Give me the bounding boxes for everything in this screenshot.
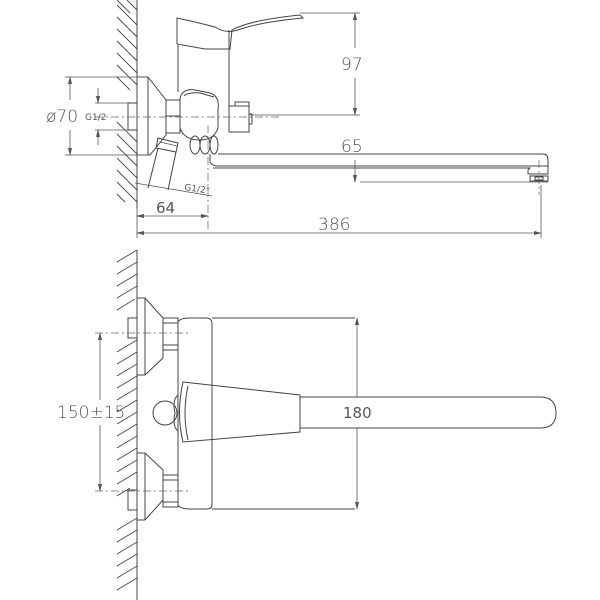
dim-body-height: 180: [343, 317, 372, 510]
label-flange-diameter: ø70: [46, 107, 78, 127]
inlet-pipe: [127, 102, 138, 131]
label-wall-to-axis: 64: [156, 199, 175, 217]
wall-hatch-bottom: [116, 249, 138, 600]
front-view: 150±15 180: [57, 249, 557, 600]
lower-flange: [127, 452, 179, 521]
label-height-spout: 65: [341, 137, 363, 157]
dim-inlet-spacing: 150±15: [57, 332, 125, 492]
dim-inlet-thread: G1/2: [85, 88, 128, 145]
valve-body: [176, 14, 305, 155]
dim-heights: 97 65: [250, 12, 548, 183]
spout-front: [299, 395, 557, 432]
mixer-body-front: [152, 317, 355, 510]
label-height-handle: 97: [341, 55, 363, 75]
side-view: ø70 G1/2 G1/2" 64 386: [46, 0, 549, 238]
label-inlet-thread: G1/2: [85, 113, 106, 123]
dim-outlet-thread: G1/2": [134, 182, 213, 197]
wall-hatch-top: [116, 0, 138, 208]
label-spout-reach: 386: [318, 215, 350, 235]
dim-flange-diameter: ø70: [46, 76, 148, 156]
spout-side: [209, 153, 549, 182]
dim-spout-reach: 386: [136, 185, 542, 238]
shower-outlet: [147, 137, 179, 191]
label-outlet-thread: G1/2": [184, 183, 211, 196]
label-inlet-spacing: 150±15: [57, 403, 125, 423]
dim-wall-to-axis: 64: [136, 199, 209, 218]
upper-flange: [127, 297, 179, 376]
hex-nut: [165, 99, 181, 134]
label-body-height: 180: [343, 404, 372, 422]
wall-flange: [137, 76, 167, 156]
